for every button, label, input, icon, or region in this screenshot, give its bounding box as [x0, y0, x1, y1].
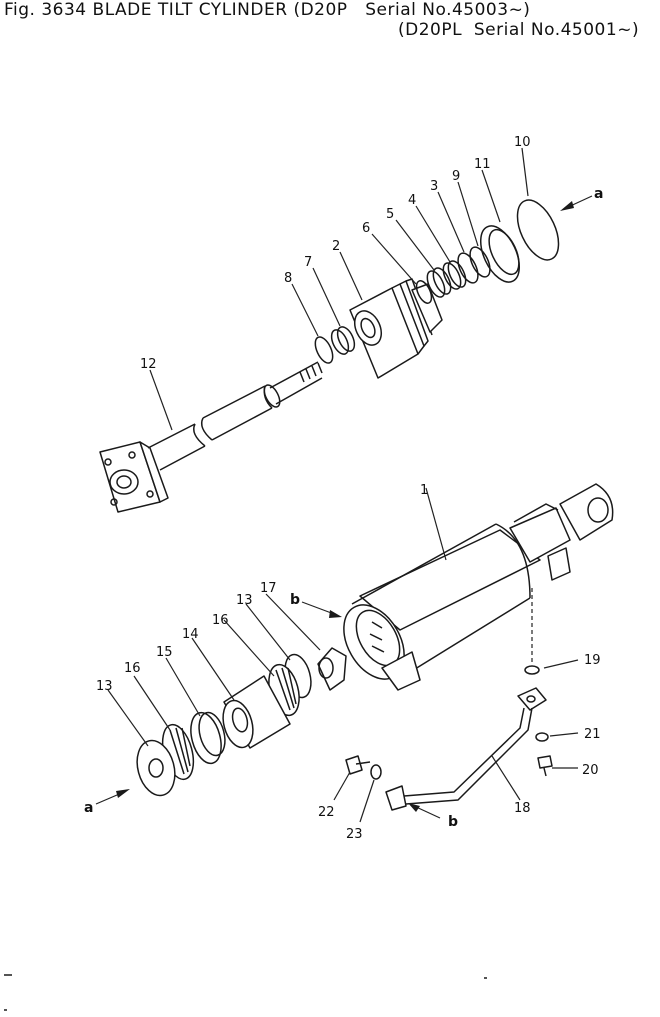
callout-10: 10 — [514, 135, 531, 150]
callout-20: 20 — [582, 763, 599, 778]
reference-arrow-b-bottom — [408, 803, 441, 819]
reference-label-a-bottom: a — [84, 800, 93, 816]
leader-22 — [333, 771, 351, 801]
callout-18: 18 — [514, 801, 531, 816]
figure-title: Fig. 3634 BLADE TILT CYLINDER (D20P Seri… — [4, 0, 531, 20]
leader-2 — [339, 251, 363, 301]
backup-ring-inner — [488, 228, 520, 276]
leader-16-upper — [223, 619, 275, 677]
cylinder-tube-part-1 — [343, 483, 614, 691]
reference-label-b-top: b — [290, 592, 300, 608]
leader-9 — [457, 181, 479, 247]
callout-4: 4 — [408, 193, 416, 208]
o-ring-part-19 — [524, 665, 540, 675]
leader-3 — [437, 191, 465, 253]
reference-label-b-bottom: b — [448, 814, 458, 830]
reference-label-a-top: a — [594, 186, 603, 202]
callout-14: 14 — [182, 627, 199, 642]
callout-6: 6 — [362, 221, 370, 236]
leader-14 — [191, 637, 235, 701]
ring-part-13-lower — [136, 739, 176, 797]
callout-16-upper: 16 — [212, 613, 229, 628]
callout-15: 15 — [156, 645, 173, 660]
leader-13-upper — [245, 603, 291, 661]
leader-19 — [543, 659, 579, 669]
callout-21: 21 — [584, 727, 601, 742]
callout-2: 2 — [332, 239, 340, 254]
bolt-part-22 — [345, 755, 371, 775]
leader-21 — [549, 732, 579, 737]
leader-6 — [371, 233, 417, 285]
callout-16-lower: 16 — [124, 661, 141, 676]
callout-17: 17 — [260, 581, 277, 596]
washer-part-23 — [370, 764, 382, 780]
o-ring-part-10 — [516, 199, 560, 261]
leader-13-lower — [107, 689, 149, 747]
leader-8 — [291, 283, 319, 337]
callout-13-lower: 13 — [96, 679, 113, 694]
washer-part-21 — [535, 732, 549, 742]
seal-part-7 — [330, 326, 356, 355]
leader-7 — [312, 267, 341, 327]
ring-part-15-inner — [198, 711, 226, 757]
figure-subtitle: (D20PL Serial No.45001~) — [398, 20, 640, 40]
piston-part-14 — [222, 675, 291, 749]
snap-ring-part-9 — [469, 246, 491, 278]
cylinder-head-part-2 — [349, 278, 443, 379]
leader-16-lower — [133, 675, 171, 731]
reference-arrow-a-top — [560, 195, 593, 211]
leader-12 — [149, 369, 173, 431]
ring-part-15 — [190, 711, 222, 765]
callout-9: 9 — [452, 169, 460, 184]
leader-10 — [521, 147, 529, 197]
callout-19: 19 — [584, 653, 601, 668]
dust-seal-part-3 — [457, 252, 479, 284]
leader-17 — [265, 593, 321, 651]
piston-rod-part-12 — [99, 361, 323, 513]
leader-11 — [481, 169, 501, 223]
callout-8: 8 — [284, 271, 292, 286]
leader-5 — [395, 219, 435, 271]
leader-23 — [359, 779, 375, 823]
ring-part-4 — [442, 260, 467, 290]
scan-specks — [4, 974, 487, 1011]
leader-18 — [491, 755, 521, 801]
seal-part-5 — [426, 267, 452, 298]
leader-1 — [425, 487, 447, 561]
ring-part-8 — [314, 336, 334, 364]
pipe-part-18 — [385, 687, 547, 811]
callout-5: 5 — [386, 207, 394, 222]
reference-arrow-a-bottom — [95, 789, 130, 805]
bushing-part-6 — [415, 280, 433, 304]
callout-11: 11 — [474, 157, 491, 172]
leader-4 — [415, 205, 451, 263]
callout-3: 3 — [430, 179, 438, 194]
callout-12: 12 — [140, 357, 157, 372]
callout-13-upper: 13 — [236, 593, 253, 608]
leader-15 — [165, 657, 201, 717]
callout-23: 23 — [346, 827, 363, 842]
callout-22: 22 — [318, 805, 335, 820]
nut-part-17 — [317, 647, 347, 691]
reference-arrow-b-top — [301, 601, 342, 618]
callout-7: 7 — [304, 255, 312, 270]
bolt-part-20 — [537, 755, 553, 777]
callout-1: 1 — [420, 483, 428, 498]
